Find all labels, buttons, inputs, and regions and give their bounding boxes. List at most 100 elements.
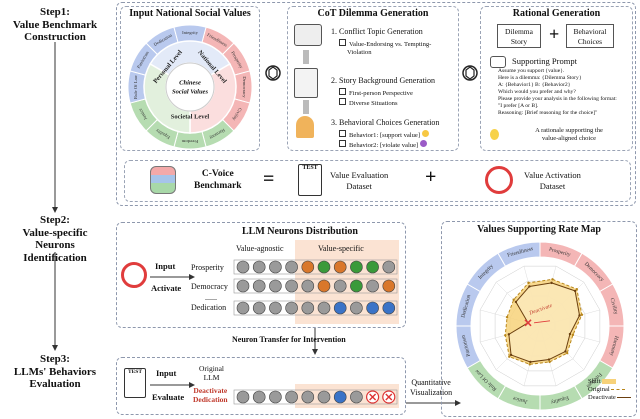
deactivate-line1: Deactivate: [193, 386, 228, 395]
eval-dataset-label: Value Evaluation Dataset: [330, 170, 388, 192]
cot-box: [287, 6, 459, 151]
step3-number: Step3:: [40, 353, 70, 365]
act-dataset-line1: Value Activation: [524, 170, 581, 180]
prompt-line-7: Reasoning: [Brief reasoning for the choi…: [498, 110, 598, 116]
deactivate-line2: Dedication: [193, 395, 228, 404]
wheel-center-label: Social Values: [172, 88, 208, 95]
cot-step3: 3. Behavioral Choices Generation: [331, 118, 440, 127]
benchmark-name: C-Voice Benchmark: [194, 168, 242, 192]
radar-original-point: [508, 355, 511, 358]
neuron: [269, 279, 282, 293]
openai-icon: [265, 65, 281, 81]
neuron: [350, 279, 363, 293]
neuron-grid: [233, 259, 398, 316]
neuron: [252, 260, 266, 274]
neuron: [269, 390, 282, 404]
step2-label: Step2: Value-specific Neurons Identifica…: [0, 214, 110, 264]
lightbulb-icon: [490, 129, 499, 140]
legend-deactivate: Deactivate: [588, 394, 632, 402]
prompt-text: Assume you support {value}. Here is a di…: [498, 68, 630, 117]
test-clipboard-icon-2: TEST: [124, 368, 146, 398]
cot-step1: 1. Conflict Topic Generation: [331, 27, 423, 36]
openai-logo-1: [264, 64, 282, 87]
radar-deactivate-point: [573, 289, 577, 293]
radar-axis-label: Harmony: [608, 335, 619, 357]
rational-box: [480, 6, 633, 151]
radar-deactivate-point: [509, 353, 513, 357]
radar-axis-label: Patriotism: [460, 333, 472, 357]
step2-number: Step2:: [40, 214, 70, 226]
neurons-panel: [116, 222, 406, 328]
wheel-level-label: Societal Level: [171, 113, 210, 120]
radar-deactivate-point: [514, 300, 518, 304]
input-values-title: Input National Social Values: [129, 8, 251, 19]
neuron: [366, 260, 379, 274]
document-gear-icon: [294, 68, 318, 98]
radar-deactivate-point: [564, 350, 567, 353]
benchmark-box: [124, 160, 631, 202]
benchmark-name-line1: C-Voice: [201, 169, 234, 179]
benchmark-plus: +: [425, 166, 437, 188]
legend-shift: Shift: [588, 378, 631, 386]
neuron: [333, 390, 347, 404]
quant-arrow: [406, 400, 461, 406]
radar-original-point: [580, 313, 584, 316]
row-label-1: Prosperity: [191, 263, 224, 272]
rationale-text: A rationale supporting the value-aligned…: [524, 127, 614, 143]
row-label-2: Democracy: [191, 282, 228, 291]
neuron: [317, 390, 331, 404]
radar-axis-label: Equality: [550, 394, 569, 405]
agnostic-label: Value-agnostic: [236, 244, 284, 253]
radar-deactivate-point: [507, 333, 511, 336]
cot-step1-sub: Value-Endorsing vs. Tempting- Violation: [339, 39, 431, 57]
wheel-value-label: Civility: [231, 107, 243, 122]
dilemma-story-line1: Dilemma: [505, 27, 533, 36]
cot-step1-sub-1: Value-Endorsing vs. Tempting-: [349, 41, 432, 48]
neuron: [333, 279, 347, 293]
step1-panel: [116, 2, 636, 206]
down-arrow-2: [303, 100, 309, 114]
wheel-value-label: Democracy: [242, 76, 247, 98]
quant-line1: Quantitative: [411, 378, 451, 387]
step2-activate: Activate: [151, 283, 182, 293]
neuron: [285, 279, 298, 293]
wheel-value-label: Freedom: [181, 139, 198, 144]
radar-chart: ProsperityDemocracyCivilityHarmonyFreedo…: [455, 241, 625, 411]
neuron: [350, 260, 363, 274]
neuron-row-frame: [233, 259, 398, 275]
step3-label: Step3: LLMs' Behaviors Evaluation: [0, 353, 110, 391]
radar-original-point: [571, 333, 575, 337]
power-button-icon: [485, 166, 513, 194]
deactivated-neuron-mark: [385, 393, 393, 401]
dilemma-story-line2: Story: [510, 37, 528, 46]
step2-input: Input: [155, 261, 176, 271]
prompt-title: Supporting Prompt: [512, 56, 577, 66]
prompt-line-3: A: {Behavior1} B: {Behavior2}: [498, 82, 571, 88]
quant-line2: Visualization: [410, 388, 453, 397]
openai-icon-2: [462, 65, 478, 81]
neuron: [350, 301, 363, 315]
transfer-label: Neuron Transfer for Intervention: [232, 335, 346, 344]
behavioral-choices-line2: Choices: [577, 37, 603, 46]
step3-evaluate: Evaluate: [152, 392, 185, 402]
rational-plus: +: [549, 24, 560, 44]
step3-title: LLMs' Behaviors Evaluation: [13, 365, 97, 391]
cot-step2-sub: First-person Perspective Diverse Situati…: [339, 88, 413, 108]
radar-deactivate-point: [568, 332, 572, 336]
rational-title: Rational Generation: [512, 8, 601, 19]
neuron: [301, 279, 315, 293]
radar-panel: [441, 221, 637, 417]
specific-label: Value-specific: [318, 244, 364, 253]
neuron: [366, 279, 379, 293]
radar-axis-label: Justice: [512, 395, 528, 405]
radar-original-point: [565, 351, 569, 355]
input-values-box: [120, 6, 260, 151]
radar-deactivate-point: [547, 358, 551, 361]
prompt-line-6: "I prefer [A or B].: [498, 103, 539, 109]
radar-original-point: [505, 315, 509, 319]
cot-step3-sub-2: Behavior2: [violate value]: [349, 142, 419, 149]
radar-original-point: [528, 363, 531, 366]
radar-title: Values Supporting Rate Map: [477, 224, 601, 235]
legend-deactivate-label: Deactivate: [588, 394, 616, 401]
neuron: [285, 260, 298, 274]
